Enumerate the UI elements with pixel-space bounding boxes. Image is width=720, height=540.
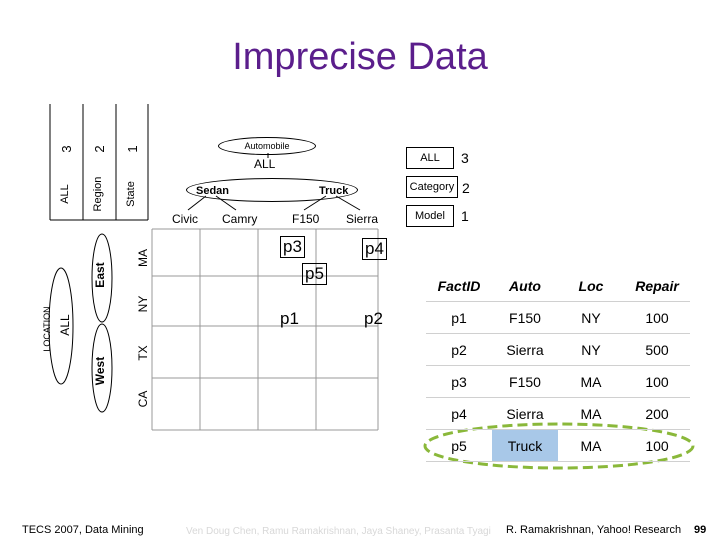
cell: MA [558, 365, 624, 398]
header-factid: FactID [426, 270, 492, 302]
cell: MA [558, 397, 624, 430]
cell: MA [558, 429, 624, 462]
table-row: p1 F150 NY 100 [426, 301, 690, 334]
cell: 500 [624, 333, 690, 366]
automobile-all-label: ALL [254, 157, 276, 171]
header-repair: Repair [624, 270, 690, 302]
category-ellipse [186, 178, 358, 202]
cell: 100 [624, 301, 690, 334]
point-p1: p1 [280, 309, 299, 328]
cell: Sierra [492, 333, 558, 366]
level-model-box: Model [406, 205, 454, 227]
cell: 100 [624, 365, 690, 398]
header-auto: Auto [492, 270, 558, 302]
cell-highlighted: Truck [492, 429, 558, 462]
table-row: p2 Sierra NY 500 [426, 333, 690, 366]
cell: p5 [426, 429, 492, 462]
cell: p2 [426, 333, 492, 366]
point-p4: p4 [362, 238, 387, 260]
cell: p4 [426, 397, 492, 430]
page-number: 99 [694, 524, 707, 536]
fact-table: FactID Auto Loc Repair p1 F150 NY 100 p2… [426, 270, 690, 462]
level-model-number: 1 [461, 208, 469, 224]
category-truck: Truck [319, 185, 349, 197]
footer-right: R. Ramakrishnan, Yahoo! Research [506, 524, 682, 536]
level-all-number: 3 [461, 150, 469, 166]
category-sedan: Sedan [196, 185, 230, 197]
cell: Sierra [492, 397, 558, 430]
footer-center: Ven Doug Chen, Ramu Ramakrishnan, Jaya S… [186, 526, 491, 537]
footer-left: TECS 2007, Data Mining [22, 524, 144, 536]
point-p2: p2 [364, 309, 383, 328]
cell: NY [558, 301, 624, 334]
model-camry: Camry [222, 212, 258, 226]
cell: 100 [624, 429, 690, 462]
cell: F150 [492, 365, 558, 398]
point-p5: p5 [302, 263, 327, 285]
automobile-root: Automobile [218, 137, 316, 155]
table-row: p4 Sierra MA 200 [426, 397, 690, 430]
model-f150: F150 [292, 212, 320, 226]
cell: p3 [426, 365, 492, 398]
cell: p1 [426, 301, 492, 334]
table-header-row: FactID Auto Loc Repair [426, 270, 690, 302]
cell: NY [558, 333, 624, 366]
point-p3: p3 [280, 236, 305, 258]
header-loc: Loc [558, 270, 624, 302]
model-sierra: Sierra [346, 212, 379, 226]
model-civic: Civic [172, 212, 198, 226]
table-row: p5 Truck MA 100 [426, 429, 690, 462]
highlight-ellipse [423, 422, 695, 470]
cell: 200 [624, 397, 690, 430]
cell: F150 [492, 301, 558, 334]
level-all-box: ALL [406, 147, 454, 169]
level-category-number: 2 [462, 180, 470, 196]
level-category-box: Category [406, 176, 458, 198]
page-title: Imprecise Data [232, 36, 488, 78]
table-row: p3 F150 MA 100 [426, 365, 690, 398]
